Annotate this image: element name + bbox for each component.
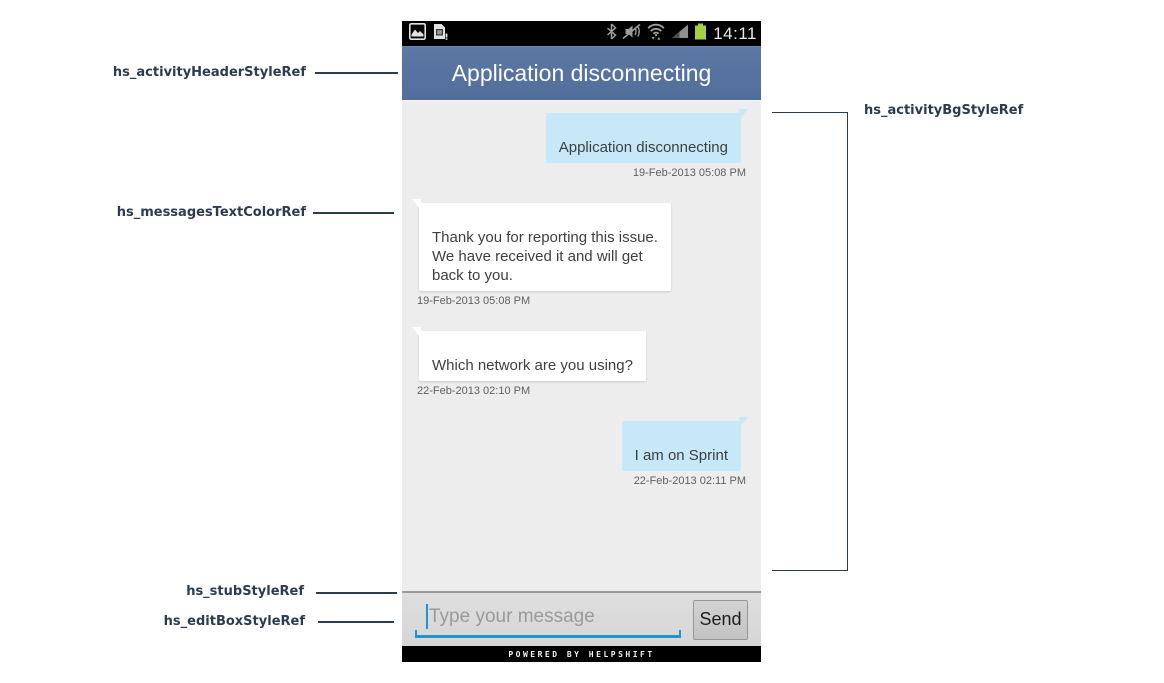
vibrate-off-icon — [621, 23, 642, 45]
message-text: I am on Sprint — [634, 447, 728, 464]
composer-bar: Send — [402, 591, 761, 646]
conversation-area: Application disconnecting 19-Feb-2013 05… — [402, 100, 761, 591]
chat-bubble-incoming: Thank you for reporting this issue. We h… — [412, 199, 671, 291]
powered-by-footer: POWERED BY HELPSHIFT — [402, 646, 761, 662]
bubble-tail — [739, 417, 748, 428]
status-bar: 14:11 — [402, 21, 761, 46]
status-bar-notifications — [409, 22, 448, 45]
powered-by-text: POWERED BY HELPSHIFT — [508, 649, 655, 659]
message-timestamp: 22-Feb-2013 02:10 PM — [417, 385, 531, 397]
battery-icon — [694, 23, 707, 45]
annotation-label-messages-text-color: hs_messagesTextColorRef — [116, 205, 306, 220]
wifi-icon — [646, 22, 666, 45]
text-cursor — [426, 603, 428, 629]
chat-bubble-outgoing: I am on Sprint — [621, 417, 748, 471]
message-outgoing: Application disconnecting 19-Feb-2013 05… — [419, 109, 748, 179]
annotation-line — [315, 72, 398, 74]
annotation-line — [316, 592, 397, 594]
phone-screenshot: 14:11 Application disconnecting Applicat… — [402, 21, 761, 662]
message-timestamp: 19-Feb-2013 05:08 PM — [632, 167, 746, 179]
message-text: Thank you for reporting this issue. We h… — [432, 229, 658, 284]
message-incoming: Which network are you using? 22-Feb-2013… — [412, 327, 746, 397]
message-input[interactable] — [415, 596, 681, 635]
bluetooth-icon — [606, 22, 617, 45]
message-timestamp: 22-Feb-2013 02:11 PM — [633, 475, 746, 487]
chat-bubble-outgoing: Application disconnecting — [545, 109, 748, 163]
annotation-line — [318, 621, 394, 623]
message-timestamp: 19-Feb-2013 05:08 PM — [417, 295, 531, 307]
page-title: Application disconnecting — [451, 59, 712, 86]
send-button[interactable]: Send — [693, 599, 748, 640]
message-edit-box[interactable] — [415, 596, 681, 643]
annotation-label-stub-style: hs_stubStyleRef — [186, 584, 304, 599]
activity-header: Application disconnecting — [402, 46, 761, 100]
annotation-bracket — [772, 112, 848, 571]
status-bar-indicators: 14:11 — [606, 22, 757, 45]
annotation-label-edit-box-style: hs_editBoxStyleRef — [163, 614, 305, 629]
sdcard-warning-icon — [432, 23, 448, 45]
annotation-label-activity-header-style: hs_activityHeaderStyleRef — [112, 65, 306, 80]
message-outgoing: I am on Sprint 22-Feb-2013 02:11 PM — [419, 417, 748, 487]
annotation-line — [313, 212, 394, 214]
clock-time: 14:11 — [713, 23, 757, 43]
bubble-tail — [739, 109, 748, 120]
message-text: Application disconnecting — [558, 139, 728, 156]
gallery-icon — [409, 22, 426, 45]
annotation-label-activity-bg-style: hs_activityBgStyleRef — [864, 103, 1024, 118]
chat-bubble-incoming: Which network are you using? — [412, 327, 646, 381]
bubble-tail — [412, 199, 421, 210]
message-text: Which network are you using? — [432, 357, 633, 374]
message-incoming: Thank you for reporting this issue. We h… — [412, 199, 746, 307]
bubble-tail — [412, 327, 421, 338]
signal-strength-icon — [670, 23, 690, 44]
